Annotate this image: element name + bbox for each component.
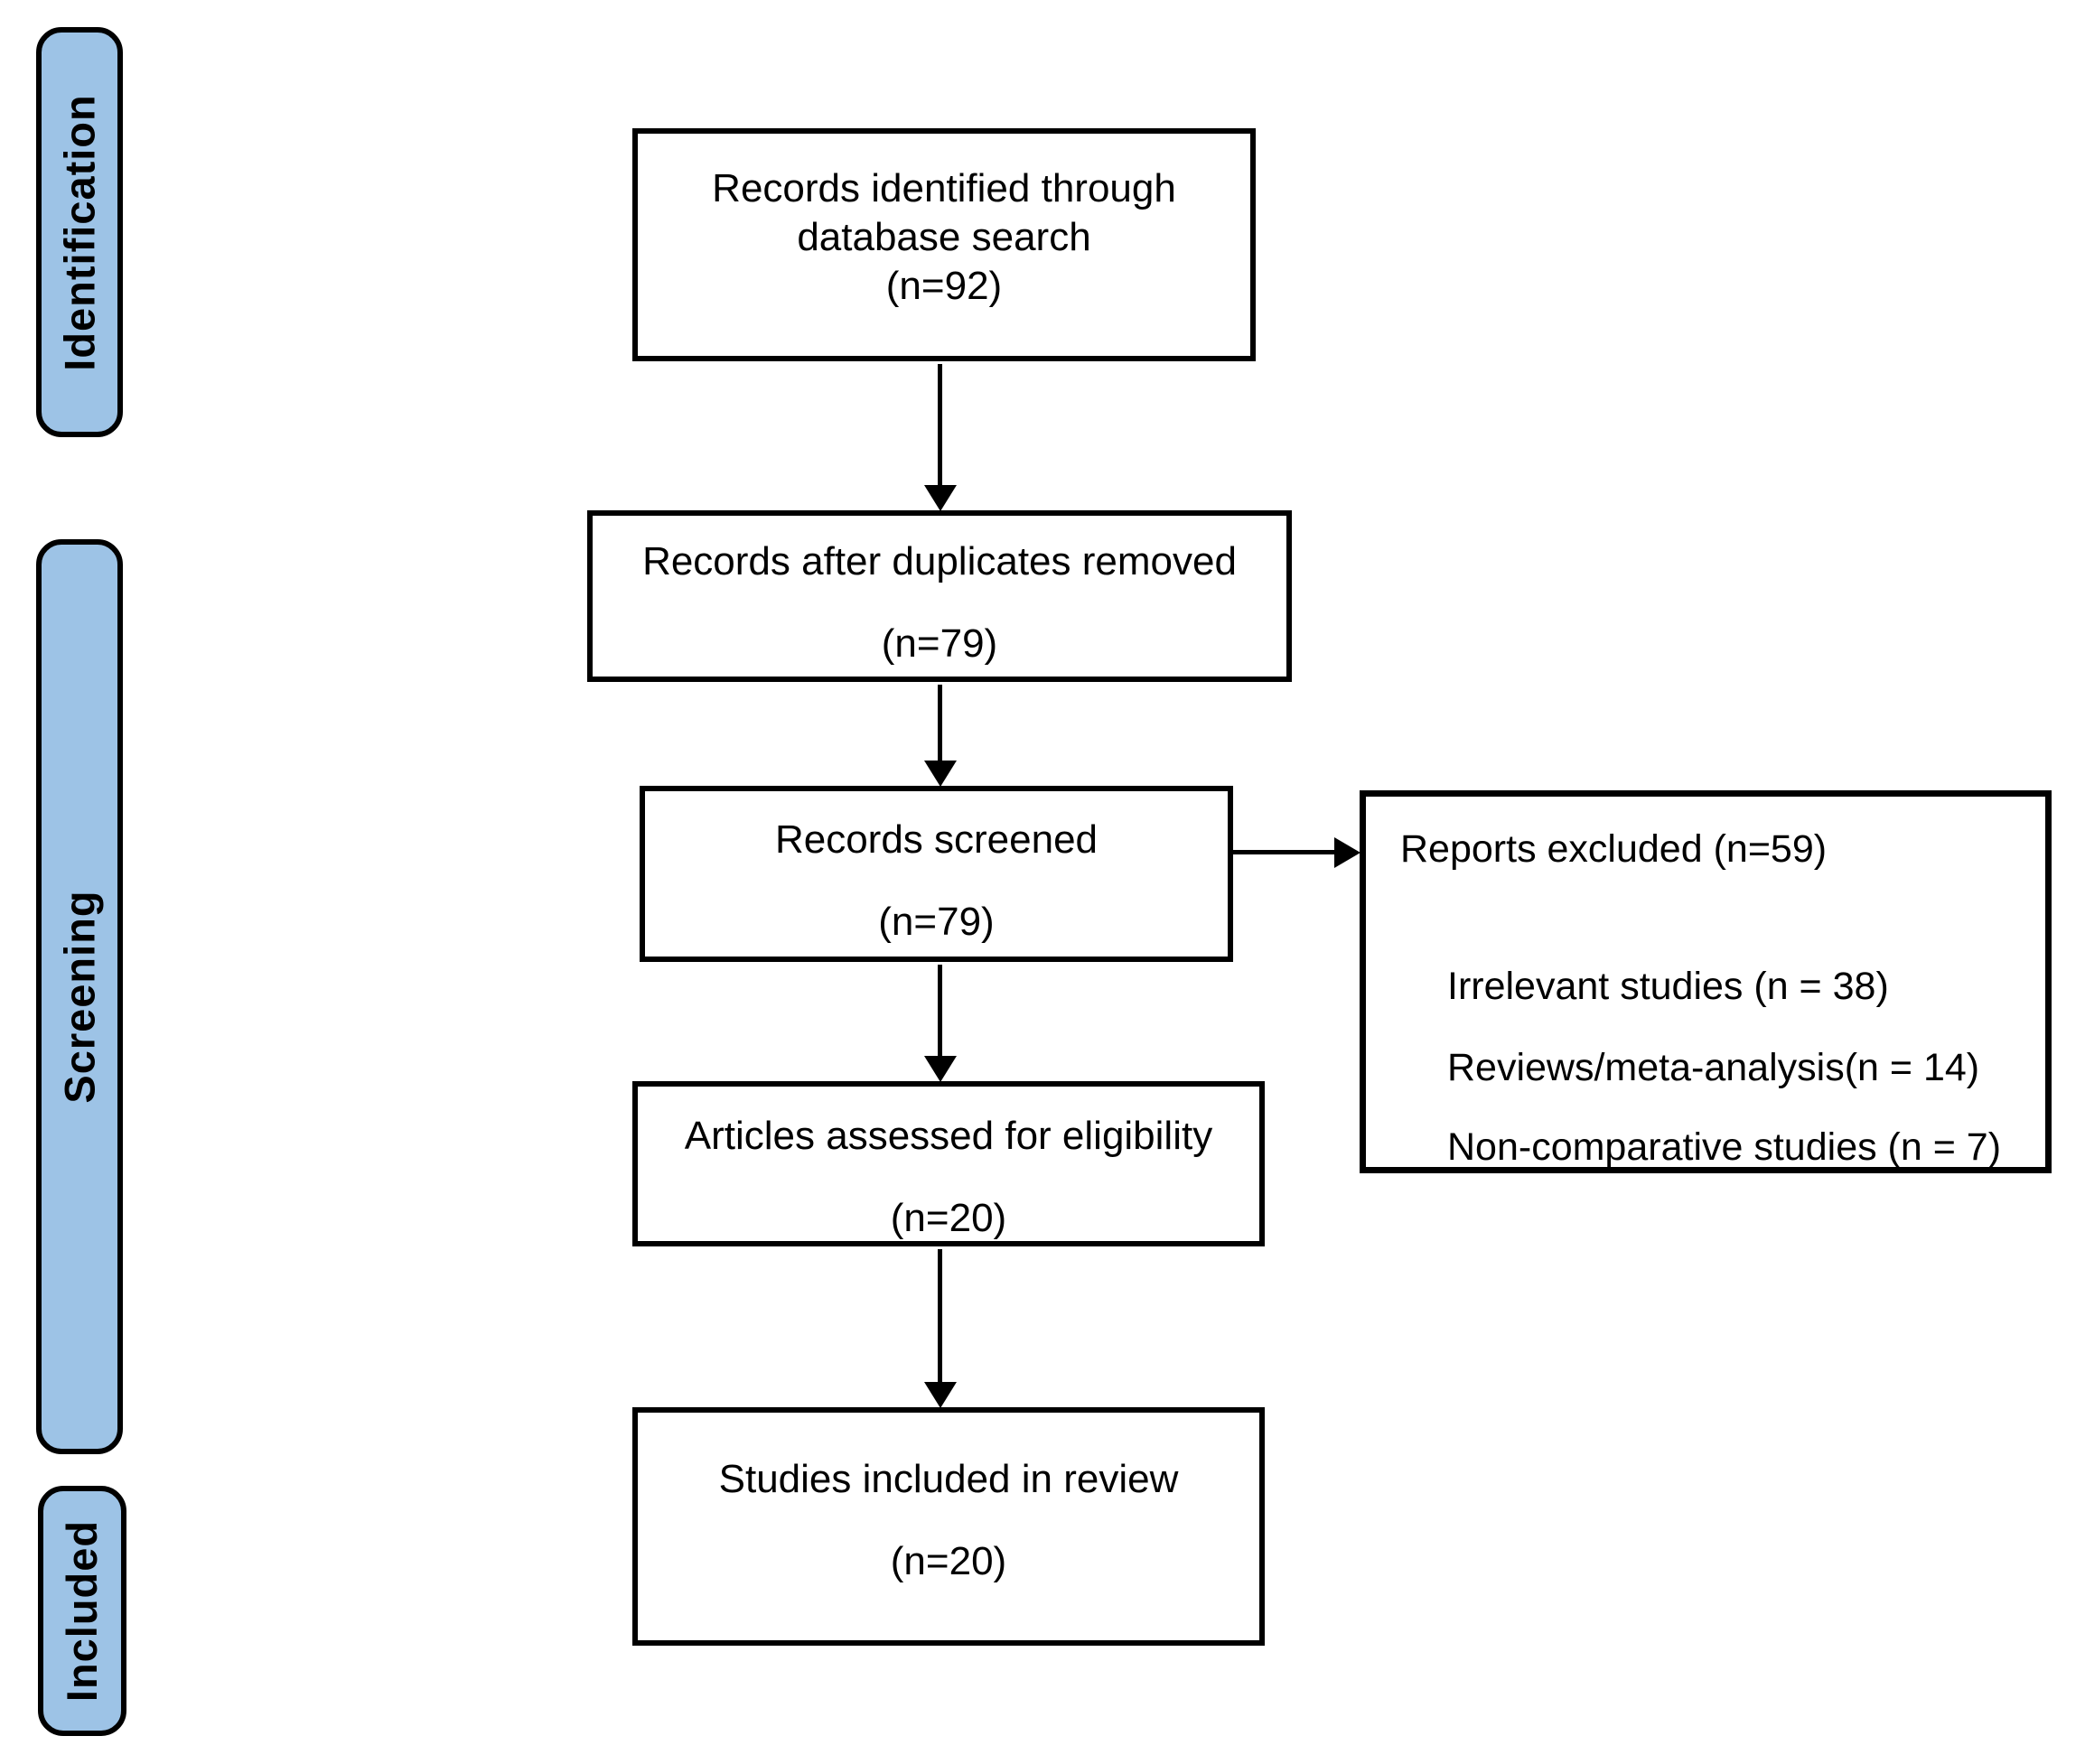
- box-records-identified: Records identified through database sear…: [632, 128, 1256, 361]
- box-records-identified-line-2: database search: [797, 215, 1091, 259]
- stage-label-included-text: Included: [58, 1519, 107, 1703]
- box-records-after-duplicates-line-1: Records after duplicates removed: [642, 539, 1237, 583]
- arrowhead-down-icon: [924, 761, 957, 787]
- box-articles-assessed-line-1: Articles assessed for eligibility: [684, 1114, 1213, 1158]
- box-records-screened-line-1: Records screened: [774, 817, 1099, 862]
- stage-label-included: Included: [38, 1486, 126, 1736]
- arrow-assessed-to-included: [938, 1249, 942, 1382]
- reports-excluded-title: Reports excluded (n=59): [1400, 827, 1828, 871]
- arrow-screened-to-excluded: [1231, 850, 1334, 854]
- stage-label-identification-text: Identification: [55, 93, 104, 371]
- box-articles-assessed-count: (n=20): [890, 1196, 1007, 1240]
- stage-label-screening: Screening: [36, 539, 123, 1454]
- arrowhead-right-icon: [1334, 837, 1360, 868]
- box-reports-excluded: Reports excluded (n=59) Irrelevant studi…: [1360, 790, 2052, 1173]
- box-studies-included-line-1: Studies included in review: [718, 1457, 1179, 1501]
- box-records-screened-count: (n=79): [878, 900, 995, 944]
- excluded-reason-reviews: Reviews/meta-analysis(n = 14): [1447, 1046, 1980, 1089]
- box-records-after-duplicates: Records after duplicates removed (n=79): [587, 510, 1292, 682]
- stage-label-screening-text: Screening: [55, 890, 104, 1104]
- box-records-after-duplicates-count: (n=79): [881, 621, 998, 666]
- box-studies-included: Studies included in review (n=20): [632, 1407, 1265, 1646]
- box-articles-assessed: Articles assessed for eligibility (n=20): [632, 1081, 1265, 1246]
- box-records-identified-count: (n=92): [885, 264, 1003, 308]
- arrow-identified-to-duplicates: [938, 364, 942, 485]
- box-records-screened: Records screened (n=79): [640, 786, 1233, 962]
- stage-label-identification: Identification: [36, 27, 123, 437]
- box-studies-included-count: (n=20): [890, 1539, 1007, 1583]
- excluded-reason-non-comparative: Non-comparative studies (n = 7): [1447, 1125, 2002, 1169]
- excluded-reason-irrelevant: Irrelevant studies (n = 38): [1447, 965, 1889, 1008]
- arrowhead-down-icon: [924, 1382, 957, 1408]
- arrow-screened-to-assessed: [938, 965, 942, 1056]
- arrowhead-down-icon: [924, 1056, 957, 1082]
- arrow-duplicates-to-screened: [938, 685, 942, 761]
- arrowhead-down-icon: [924, 485, 957, 511]
- box-records-identified-line-1: Records identified through: [712, 166, 1176, 210]
